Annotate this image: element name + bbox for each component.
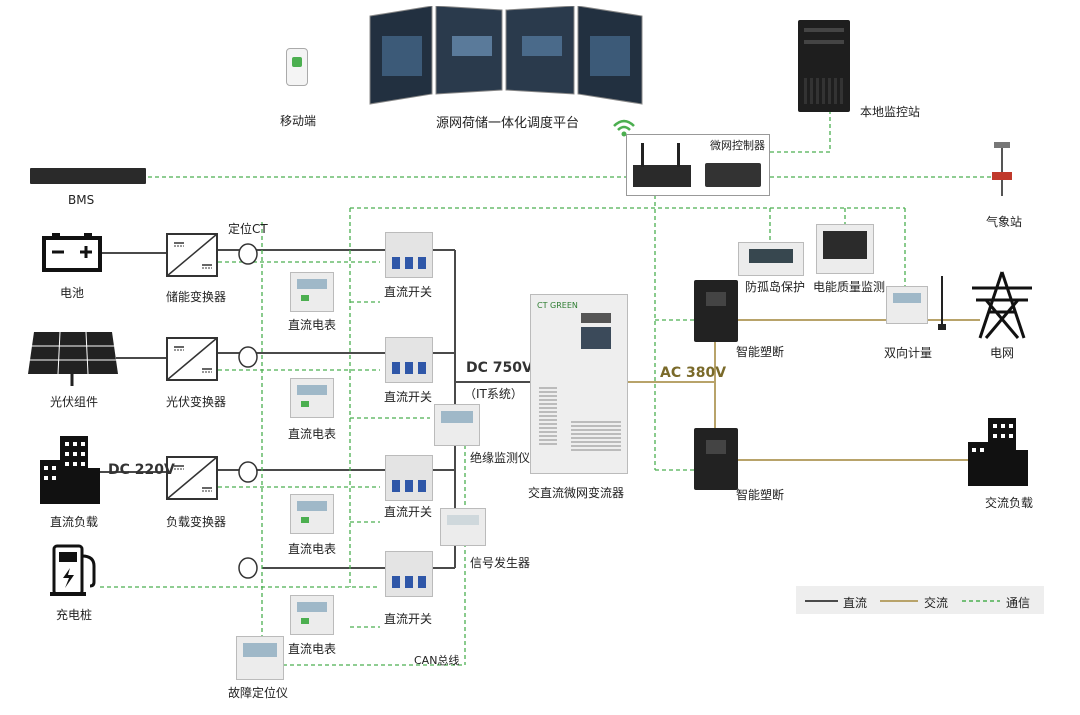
- mobile-icon: [286, 48, 308, 86]
- micro-controller-label: 微网控制器: [710, 139, 765, 152]
- insulation-monitor: [434, 404, 480, 446]
- dc-switch-label-2: 直流开关: [384, 390, 433, 404]
- insulation-monitor-label: 绝缘监测仪: [470, 451, 531, 465]
- locate-ct-label: 定位CT: [228, 222, 268, 236]
- dc-switch-3: [385, 455, 433, 501]
- ct-rings: [238, 243, 258, 579]
- dc-meter-2: [290, 378, 334, 418]
- legend-comm: 通信: [1006, 596, 1031, 610]
- smart-breaker-1: [694, 280, 738, 342]
- grid-label: 电网: [990, 346, 1015, 360]
- dc-switch-2: [385, 337, 433, 383]
- dc-meter-label-4: 直流电表: [288, 642, 337, 656]
- dc-switch-1: [385, 232, 433, 278]
- storage-converter-label: 储能变换器: [166, 290, 227, 304]
- dc-meter-1: [290, 272, 334, 312]
- signal-gen-label: 信号发生器: [470, 556, 531, 570]
- bidir-meter-label: 双向计量: [884, 346, 933, 360]
- dc-meter-label-3: 直流电表: [288, 542, 337, 556]
- dc-switch-label-3: 直流开关: [384, 505, 433, 519]
- comm-lines: [100, 110, 1000, 666]
- power-quality-label: 电能质量监测: [813, 280, 886, 294]
- fault-locator-label: 故障定位仪: [228, 686, 289, 700]
- legend-ac: 交流: [924, 596, 949, 610]
- micro-controller-box: [626, 134, 770, 196]
- anti-island-device: [738, 242, 804, 276]
- anti-island-label: 防孤岛保护: [745, 280, 806, 294]
- dc-switch-4: [385, 551, 433, 597]
- smart-breaker-label-2: 智能塑断: [736, 488, 785, 502]
- pv-label: 光伏组件: [50, 395, 99, 409]
- legend-dc: 直流: [843, 596, 868, 610]
- bms-label: BMS: [68, 193, 95, 207]
- smart-breaker-2: [694, 428, 738, 490]
- bms-unit: [30, 168, 146, 184]
- platform-screen: [362, 6, 650, 108]
- dc-meter-label-1: 直流电表: [288, 318, 337, 332]
- smart-breaker-label-1: 智能塑断: [736, 345, 785, 359]
- dc-meter-label-2: 直流电表: [288, 427, 337, 441]
- main-converter-label: 交直流微网变流器: [528, 486, 625, 500]
- mobile-label: 移动端: [280, 114, 317, 128]
- converter-brand: CT GREEN: [537, 301, 578, 310]
- power-quality-device: [816, 224, 874, 274]
- fault-locator: [236, 636, 284, 680]
- dc220-voltage: DC 220V: [108, 462, 175, 478]
- charger-label: 充电桩: [56, 608, 93, 622]
- main-converter-cabinet: CT GREEN: [530, 294, 628, 474]
- dc-switch-label-4: 直流开关: [384, 612, 433, 626]
- platform-label: 源网荷储一体化调度平台: [436, 116, 580, 131]
- dc-load-label: 直流负载: [50, 515, 99, 529]
- local-station-label: 本地监控站: [860, 105, 921, 119]
- can-bus-label: CAN总线: [414, 654, 460, 667]
- ac-bus-voltage: AC 380V: [660, 365, 727, 381]
- dc-bus-system: （IT系统）: [464, 387, 523, 401]
- dc-meter-3: [290, 494, 334, 534]
- ac-lines: [625, 319, 980, 461]
- server-tower: [798, 20, 850, 112]
- dc-switch-label-1: 直流开关: [384, 285, 433, 299]
- pv-converter-label: 光伏变换器: [166, 395, 227, 409]
- battery-label: 电池: [60, 286, 85, 300]
- dc-meter-4: [290, 595, 334, 635]
- weather-label: 气象站: [986, 215, 1023, 229]
- ac-load-label: 交流负载: [985, 496, 1034, 510]
- load-converter-label: 负载变换器: [166, 515, 227, 529]
- signal-generator: [440, 508, 486, 546]
- bidir-meter: [886, 286, 928, 324]
- dc-bus-voltage: DC 750V: [466, 360, 533, 376]
